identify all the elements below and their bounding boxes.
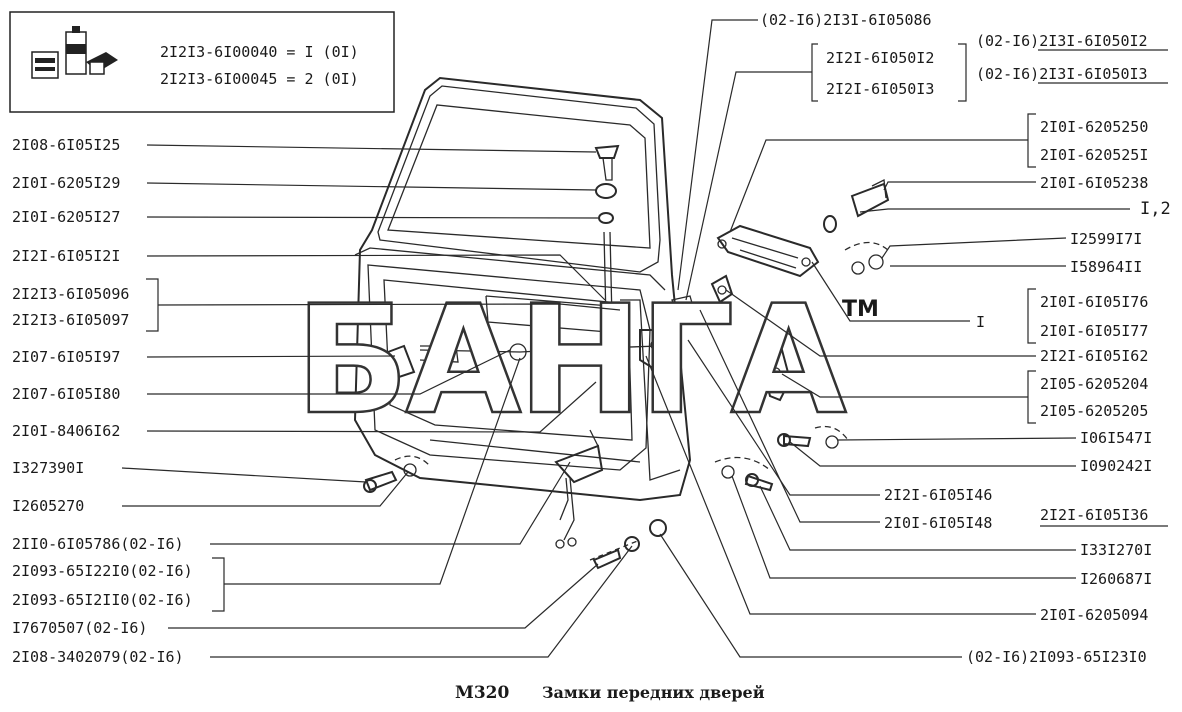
actuator-fasteners-part — [589, 519, 667, 570]
bolt-left-part — [363, 455, 431, 493]
label-left-1: 2I08-6I05I25 — [12, 136, 120, 154]
label-right-3: 2I0I-6I05238 — [1040, 174, 1148, 192]
label-right-13: I06I547I — [1080, 429, 1152, 447]
label-right-10: 2I2I-6I05I62 — [1040, 347, 1148, 365]
label-top-1: (02-I6)2I3I-6I05086 — [760, 11, 932, 29]
lock-plate-part — [762, 348, 792, 402]
bracket-left-a — [146, 278, 159, 332]
label-right-18: I33I270I — [1080, 541, 1152, 559]
label-left-15: I7670507(02-I6) — [12, 619, 147, 637]
label-right-16: 2I2I-6I05I36 — [1040, 506, 1148, 524]
washer-part — [598, 212, 614, 224]
lock-cylinder-part — [823, 179, 890, 233]
bracket-top-left — [811, 43, 818, 102]
label-left-10: I327390I — [12, 459, 84, 477]
label-right-1: 2I0I-6205250 — [1040, 118, 1148, 136]
label-left-11: I2605270 — [12, 497, 84, 515]
watermark-text: БАНГА — [295, 274, 847, 448]
left-labels: 2I08-6I05I25 2I0I-6205I29 2I0I-6205I27 2… — [12, 136, 193, 666]
label-right-11: 2I05-6205204 — [1040, 375, 1148, 393]
label-top-2: 2I2I-6I050I2 — [826, 49, 934, 67]
label-left-12: 2II0-6I05786(02-I6) — [12, 535, 184, 553]
label-left-9: 2I0I-8406I62 — [12, 422, 120, 440]
label-right-15: 2I2I-6I05I46 — [884, 486, 992, 504]
bracket-right-b — [1027, 288, 1036, 344]
lock-mechanism-part — [639, 295, 695, 372]
caption-title: Замки передних дверей — [542, 683, 765, 702]
label-right-20: 2I0I-6205094 — [1040, 606, 1148, 624]
label-left-6: 2I2I3-6I05097 — [12, 311, 129, 329]
label-right-17: 2I0I-6I05I48 — [884, 514, 992, 532]
legend-line-2: 2I2I3-6I00045 = 2 (0I) — [160, 70, 359, 88]
label-left-2: 2I0I-6205I29 — [12, 174, 120, 192]
label-right-21: (02-I6)2I093-65I23I0 — [966, 648, 1147, 666]
caption-code: M320 — [455, 683, 509, 703]
label-top-3: 2I2I-6I050I3 — [826, 80, 934, 98]
label-left-3: 2I0I-6205I27 — [12, 208, 120, 226]
left-leader-lines — [121, 144, 633, 658]
lock-actuator-part — [554, 429, 604, 549]
bushing-part — [595, 183, 617, 199]
label-right-7: 2I0I-6I05I76 — [1040, 293, 1148, 311]
screw-part — [594, 144, 620, 181]
label-left-5: 2I2I3-6I05096 — [12, 285, 129, 303]
label-left-4: 2I2I-6I05I2I — [12, 247, 120, 265]
label-right-14: I090242I — [1080, 457, 1152, 475]
label-top-4: (02-I6)2I3I-6I050I2 — [976, 32, 1148, 50]
top-underlines — [1038, 49, 1168, 84]
label-right-6: I58964II — [1070, 258, 1142, 276]
bracket-right-a — [1027, 113, 1036, 168]
spring-washers-part — [844, 241, 889, 275]
bracket-right-c — [1027, 370, 1036, 424]
right-labels: 2I0I-6205250 2I0I-620525I 2I0I-6I05238 I… — [884, 118, 1171, 666]
label-left-13: 2I093-65I22I0(02-I6) — [12, 562, 193, 580]
top-leader-lines — [677, 19, 812, 301]
label-right-9: 2I0I-6I05I77 — [1040, 322, 1148, 340]
label-right-19: I260687I — [1080, 570, 1152, 588]
bolt-lower-part — [714, 456, 774, 492]
top-labels: (02-I6)2I3I-6I05086 2I2I-6I050I2 2I2I-6I… — [760, 11, 1148, 98]
label-left-8: 2I07-6I05I80 — [12, 385, 120, 403]
right-leader-lines — [645, 139, 1130, 658]
bolt-right-part — [777, 425, 849, 449]
label-right-12: 2I05-6205205 — [1040, 402, 1148, 420]
legend-box — [9, 11, 395, 113]
label-left-14: 2I093-65I2II0(02-I6) — [12, 591, 193, 609]
label-right-8: I — [976, 313, 985, 331]
label-right-4: I,2 — [1140, 199, 1171, 219]
label-right-2: 2I0I-620525I — [1040, 146, 1148, 164]
label-left-16: 2I08-3402079(02-I6) — [12, 648, 184, 666]
bracket-top-right — [958, 43, 967, 102]
label-right-5: I2599I7I — [1070, 230, 1142, 248]
bracket-left-b — [212, 557, 225, 612]
label-left-7: 2I07-6I05I97 — [12, 348, 120, 366]
label-top-5: (02-I6)2I3I-6I050I3 — [976, 65, 1148, 83]
legend-line-1: 2I2I3-6I00040 = I (0I) — [160, 43, 359, 61]
inner-handle-part — [386, 343, 527, 380]
lubricant-tubes-icon — [31, 26, 118, 79]
outer-handle-part — [716, 224, 820, 278]
